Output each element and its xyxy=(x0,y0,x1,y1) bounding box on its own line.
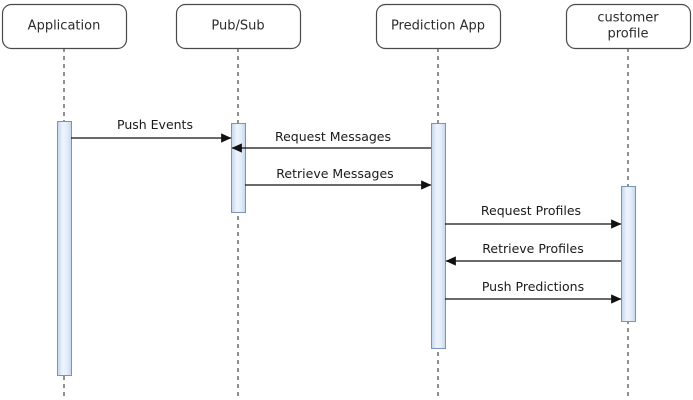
message-label-request-profiles: Request Profiles xyxy=(481,203,581,218)
participant-box-application xyxy=(1,3,128,50)
message-push-events[interactable]: Push Events xyxy=(71,117,232,143)
participant-box-pubsub xyxy=(175,3,302,50)
participant-prediction-app[interactable]: Prediction App xyxy=(375,3,502,50)
participant-label-pubsub: Pub/Sub xyxy=(211,19,264,34)
message-label-retrieve-messages: Retrieve Messages xyxy=(276,166,393,181)
participant-box-prediction-app xyxy=(375,3,502,50)
activation-prediction-app[interactable] xyxy=(431,123,446,349)
participant-label-customer-profile: profile xyxy=(607,27,648,42)
message-retrieve-profiles[interactable]: Retrieve Profiles xyxy=(445,241,621,266)
message-push-predictions[interactable]: Push Predictions xyxy=(445,279,622,304)
message-request-profiles[interactable]: Request Profiles xyxy=(445,203,622,229)
message-label-retrieve-profiles: Retrieve Profiles xyxy=(482,241,583,256)
activation-application[interactable] xyxy=(57,121,72,376)
participant-application[interactable]: Application xyxy=(1,3,128,50)
message-retrieve-messages[interactable]: Retrieve Messages xyxy=(245,166,432,190)
participant-label-prediction-app: Prediction App xyxy=(391,19,485,34)
participant-box-customer-profile xyxy=(565,3,692,50)
message-label-request-messages: Request Messages xyxy=(275,129,391,144)
activation-pubsub[interactable] xyxy=(231,123,246,213)
lifelines-group xyxy=(63,48,629,396)
message-request-messages[interactable]: Request Messages xyxy=(231,129,431,153)
participants-group: Application Pub/Sub Prediction App customer… xyxy=(1,3,692,50)
message-label-push-predictions: Push Predictions xyxy=(482,279,584,294)
activation-customer-profile[interactable] xyxy=(621,186,636,322)
participant-pubsub[interactable]: Pub/Sub xyxy=(175,3,302,50)
participant-label-application: Application xyxy=(28,19,101,34)
participant-label-customer-profile: customer xyxy=(597,11,659,26)
message-label-push-events: Push Events xyxy=(117,117,193,132)
